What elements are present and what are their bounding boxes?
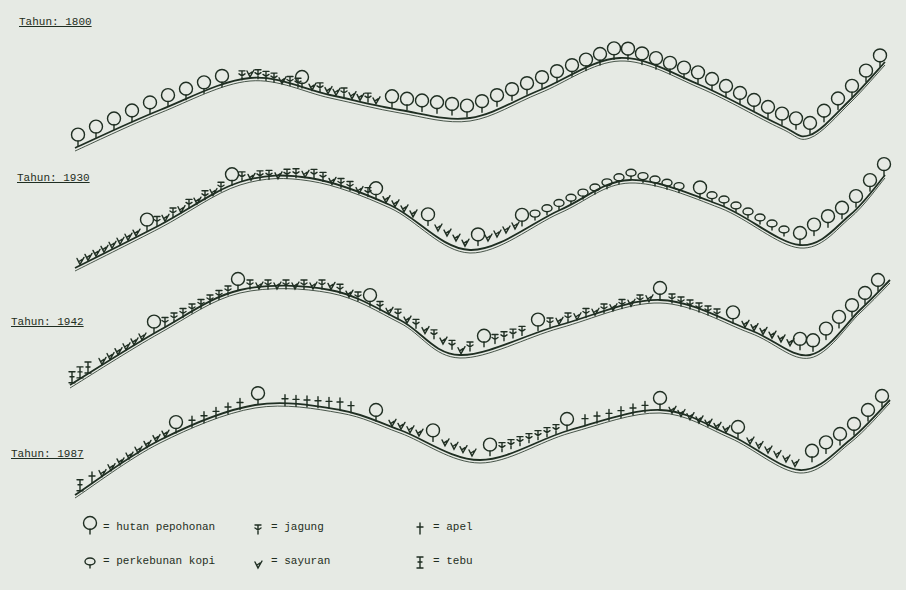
legend-text: = apel (432, 521, 474, 534)
hill-profile (69, 273, 890, 389)
legend-symbol (255, 525, 261, 534)
year-label: Tahun: 1987 (10, 448, 85, 461)
hill-profile (72, 42, 887, 151)
legend-symbol (417, 523, 423, 534)
legend-text: = hutan pepohonan (102, 521, 216, 534)
legend-text: = perkebunan kopi (102, 555, 216, 568)
ground-line (75, 175, 885, 268)
ground-line (75, 403, 890, 498)
year-label: Tahun: 1930 (16, 172, 91, 185)
ground-line (75, 178, 885, 271)
hill-profile (75, 158, 891, 271)
legend-symbol (84, 517, 97, 535)
ground-line (75, 58, 885, 148)
ground-line (70, 283, 890, 388)
ground-line (70, 280, 890, 385)
legend-symbol (417, 557, 423, 568)
legend-symbol (85, 558, 95, 568)
legend-text: = tebu (432, 555, 474, 568)
legend-symbol (255, 561, 262, 568)
ground-line (75, 61, 885, 151)
legend-text: = sayuran (270, 555, 331, 568)
year-label: Tahun: 1942 (10, 316, 85, 329)
legend-text: = jagung (270, 521, 325, 534)
hill-profile (75, 387, 890, 498)
ground-line (75, 400, 890, 495)
year-label: Tahun: 1800 (18, 16, 93, 29)
